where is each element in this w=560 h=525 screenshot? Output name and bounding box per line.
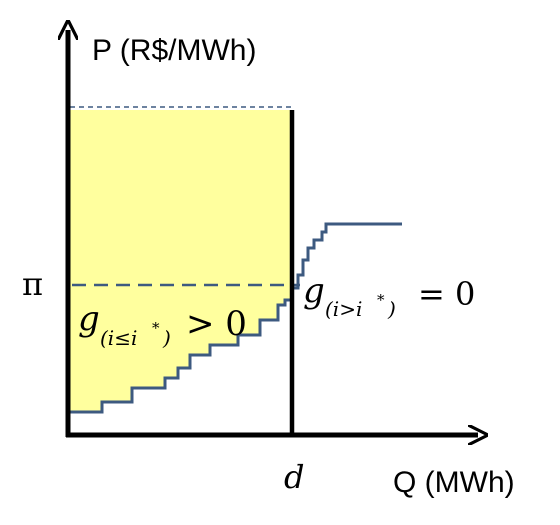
d-label: d [284, 458, 304, 496]
left-relation: > 0 [186, 304, 247, 344]
supply-curve [70, 222, 402, 414]
pi-label: π [22, 265, 43, 303]
left-star: * [152, 319, 160, 337]
x-axis-label: Q (MWh) [393, 466, 515, 499]
right-star: * [377, 291, 385, 309]
right-sub: (i>i [325, 297, 362, 321]
left-g: g [78, 299, 100, 339]
left-close: ) [162, 326, 171, 350]
left-equation: g (i≤i * ) > 0 [78, 299, 247, 350]
right-g: g [303, 271, 325, 311]
left-sub: (i≤i [100, 326, 137, 350]
right-relation: = 0 [418, 275, 475, 313]
y-axis-label: P (R$/MWh) [92, 34, 256, 67]
right-close: ) [387, 297, 396, 321]
right-equation: g (i>i * ) = 0 [303, 271, 475, 321]
